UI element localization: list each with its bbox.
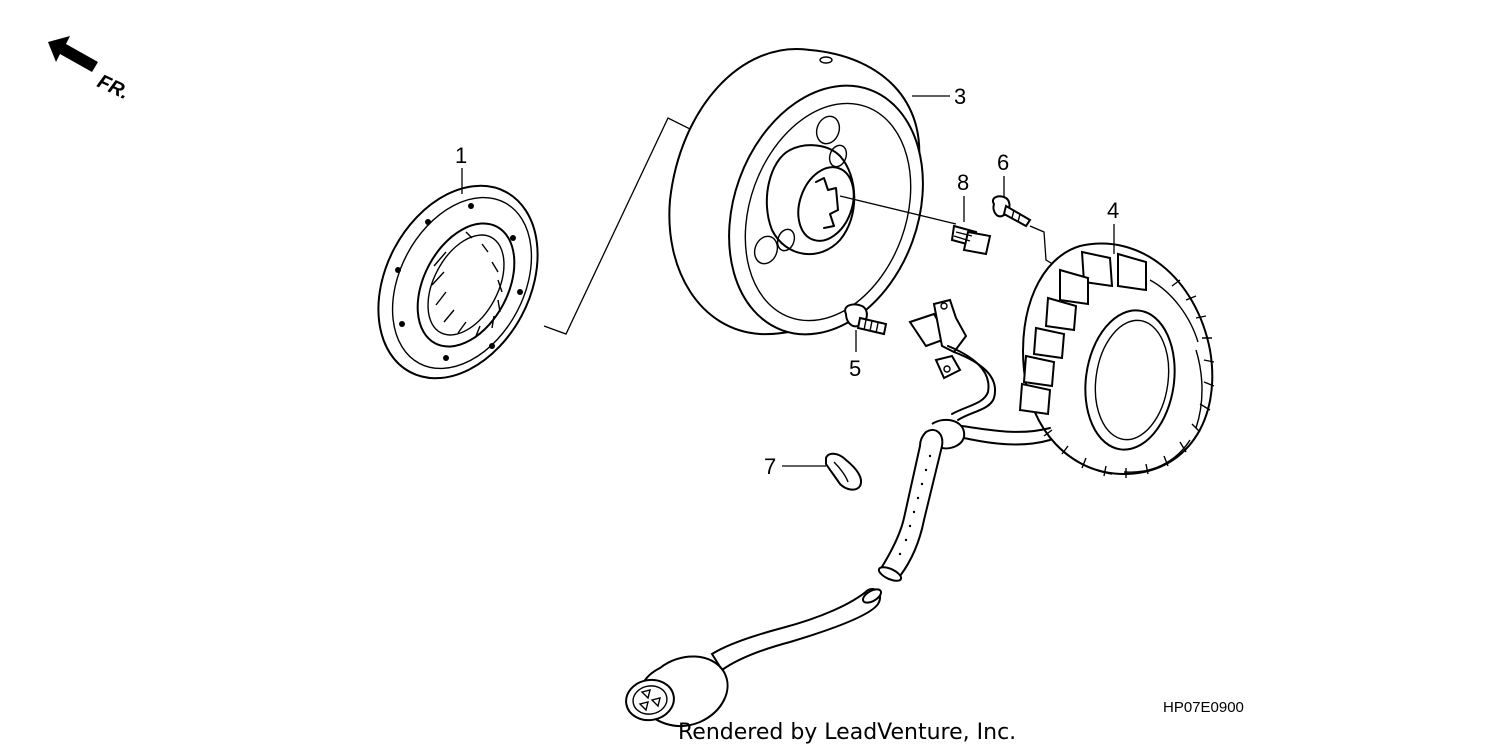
front-arrow-icon bbox=[48, 36, 98, 72]
callout-7: 7 bbox=[764, 454, 776, 479]
callout-1: 1 bbox=[455, 143, 467, 168]
callout-5: 5 bbox=[849, 356, 861, 381]
credit-line: Rendered by LeadVenture, Inc. bbox=[678, 720, 1016, 745]
part-5-bolt: 5 bbox=[844, 303, 888, 381]
callout-6: 6 bbox=[997, 150, 1009, 175]
front-label: FR. bbox=[94, 71, 132, 105]
diagram-code: HP07E0900 bbox=[1163, 699, 1244, 716]
callout-3: 3 bbox=[954, 84, 966, 109]
part-3-flywheel: 3 bbox=[668, 48, 966, 336]
pulse-sensor bbox=[908, 298, 968, 380]
part-4-stator: 4 bbox=[1018, 198, 1215, 478]
wire-harness bbox=[625, 345, 1051, 727]
part-7-clamp: 7 bbox=[764, 452, 862, 491]
callout-4: 4 bbox=[1107, 198, 1119, 223]
front-direction-indicator: FR. bbox=[48, 36, 132, 104]
part-6-bolt: 6 bbox=[992, 150, 1081, 281]
part-1-starter-clutch: 1 bbox=[377, 143, 539, 380]
callout-8: 8 bbox=[957, 170, 969, 195]
part-8-bolt: 8 bbox=[950, 170, 992, 256]
